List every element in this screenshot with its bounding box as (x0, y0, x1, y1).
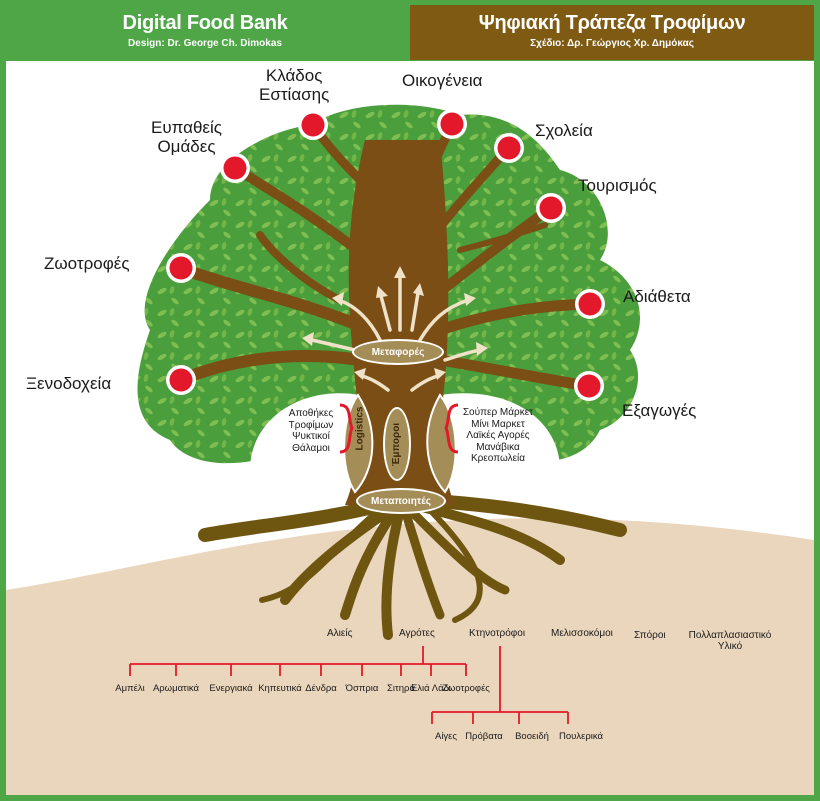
producer-farmers: Αγρότες (399, 628, 435, 639)
tree-illustration (6, 104, 814, 795)
farmer-category: Ενεργιακά (209, 683, 253, 694)
logistics-label: Logistics (354, 406, 366, 451)
producer-beekeepers: Μελισσοκόμοι (551, 628, 613, 639)
retail-item: Μίνι Μαρκετ (471, 418, 525, 430)
label-line: Ευπαθείς (151, 118, 222, 137)
livestock-category: Πρόβατα (465, 731, 503, 742)
retail-item: Κρεοπωλεία (470, 453, 526, 464)
farmer-category: Σιτηρά (387, 683, 415, 694)
fruit-label-schools: Σχολεία (535, 121, 593, 140)
farmer-category: Ελιά Λάδι (410, 683, 452, 694)
fruit-0 (298, 110, 328, 140)
logistics-item: Αποθήκες (288, 408, 334, 419)
farmer-category: Όσπρια (345, 683, 379, 694)
label-line: Ομάδες (157, 137, 216, 156)
fruit-label-unsold: Αδιάθετα (623, 287, 691, 306)
logistics-item: Θάλαμοι (292, 442, 330, 454)
producer-propagation-material: Πολλαπλασιαστικό Υλικό (688, 630, 772, 652)
logistics-item: Τροφίμων (288, 419, 334, 431)
retail-list: Σούπερ Μάρκετ Μίνι Μαρκετ Λαϊκές Αγορές … (452, 407, 544, 465)
processors-oval: Μεταποιητές (356, 488, 446, 514)
livestock-category: Αίγες (434, 731, 457, 742)
fruit-label-animal-feed: Ζωοτροφές (44, 254, 130, 273)
fruit-5 (166, 253, 196, 283)
producer-seeds: Σπόροι (634, 630, 666, 641)
livestock-category: Βοοειδή (515, 731, 549, 742)
producer-fishermen: Αλιείς (327, 628, 353, 639)
fruit-6 (575, 289, 605, 319)
producer-livestock: Κτηνοτρόφοι (469, 628, 526, 639)
farmer-category: Αρωματικά (152, 683, 200, 694)
arrow-heads (302, 266, 488, 380)
fruit-7 (166, 365, 196, 395)
label-line: Εστίασης (259, 85, 330, 104)
traders-oval: Έμποροι (383, 407, 411, 481)
retail-item: Σούπερ Μάρκετ (462, 407, 534, 418)
farmer-category: Κηπευτικά (258, 683, 302, 694)
fruit-1 (437, 109, 467, 139)
transport-oval: Μεταφορές (352, 339, 444, 365)
retail-item: Μανάβικα (476, 441, 520, 453)
subtitle-greek: Σχέδιο: Δρ. Γεώργιος Χρ. Δημόκας (530, 38, 694, 49)
fruits (166, 109, 605, 401)
farmer-category: Αμπέλι (115, 683, 145, 694)
title-greek: Ψηφιακή Τράπεζα Τροφίμων (478, 12, 746, 34)
fruit-3 (494, 133, 524, 163)
ground (6, 518, 814, 795)
fruit-label-hotels: Ξενοδοχεία (26, 374, 112, 393)
logistics-item: Ψυκτικοί (292, 431, 330, 442)
subtitle-english: Design: Dr. George Ch. Dimokas (128, 38, 282, 49)
connector-lines (129, 646, 569, 724)
fruit-4 (536, 193, 566, 223)
retail-item: Λαϊκές Αγορές (466, 430, 530, 441)
header-english: Digital Food Bank Design: Dr. George Ch.… (0, 0, 410, 60)
livestock-category: Πουλερικά (559, 731, 603, 742)
fruit-label-exports: Εξαγωγές (622, 401, 697, 420)
label-line: Κλάδος (265, 66, 323, 85)
header-greek: Ψηφιακή Τράπεζα Τροφίμων Σχέδιο: Δρ. Γεώ… (410, 5, 814, 60)
red-braces (339, 403, 459, 454)
fruit-2 (220, 153, 250, 183)
fruit-label-tourism: Τουρισμός (578, 176, 657, 195)
traders-label: Έμποροι (391, 422, 403, 466)
title-english: Digital Food Bank (122, 12, 288, 34)
fruit-8 (574, 371, 604, 401)
fruit-label-family: Οικογένεια (402, 71, 483, 90)
farmer-category: Ζωοτροφές (442, 683, 490, 694)
logistics-list: Αποθήκες Τροφίμων Ψυκτικοί Θάλαμοι (278, 408, 344, 454)
farmer-category: Δένδρα (305, 683, 337, 694)
